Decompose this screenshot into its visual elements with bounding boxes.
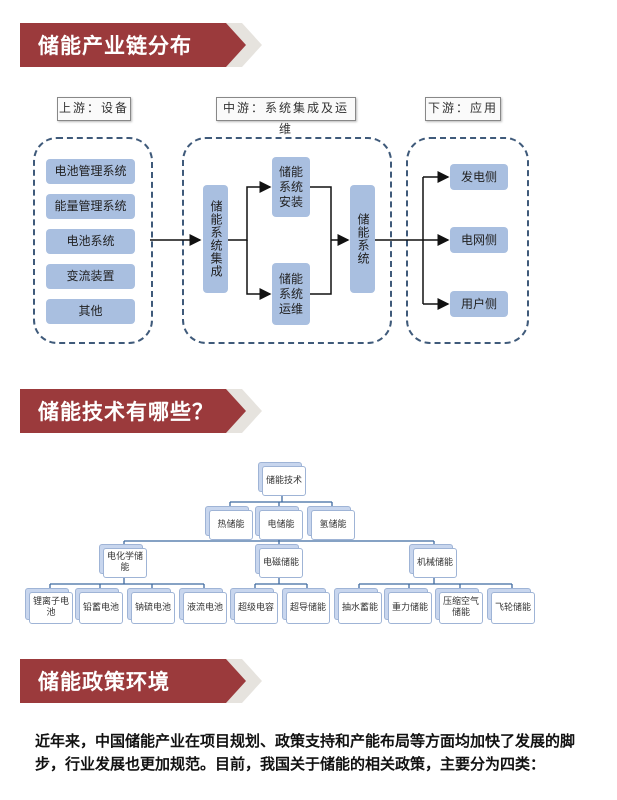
- tree-leaf: 超导储能: [286, 592, 330, 624]
- tree-leaf: 铅蓄电池: [79, 592, 123, 624]
- tree-node: 电磁储能: [259, 548, 303, 578]
- downstream-item: 电网侧: [450, 227, 508, 253]
- tree-node: 机械储能: [413, 548, 457, 578]
- section-title: 储能政策环境: [38, 670, 170, 694]
- section-title: 储能产业链分布: [38, 34, 192, 58]
- tree-leaf: 飞轮储能: [491, 592, 535, 624]
- upstream-item: 变流装置: [46, 264, 135, 289]
- maintain-box: 储能系统运维: [272, 263, 310, 325]
- downstream-item: 发电侧: [450, 164, 508, 190]
- downstream-header: 下游：应用: [425, 97, 501, 121]
- tree-leaf: 锂离子电池: [29, 592, 73, 624]
- integration-box: 储能系统集成: [203, 185, 228, 293]
- chain-arrows: [150, 171, 450, 310]
- upstream-item: 能量管理系统: [46, 194, 135, 219]
- tree-leaf: 重力储能: [388, 592, 432, 624]
- upstream-header: 上游：设备: [57, 97, 131, 121]
- downstream-item: 用户侧: [450, 291, 508, 317]
- midstream-header: 中游：系统集成及运维: [216, 97, 356, 136]
- tree-node: 氢储能: [311, 510, 355, 540]
- upstream-item: 电池系统: [46, 229, 135, 254]
- upstream-item: 其他: [46, 299, 135, 324]
- tree-root: 储能技术: [262, 466, 306, 496]
- tree-leaf: 液流电池: [183, 592, 227, 624]
- tree-node: 电化学储能: [103, 548, 147, 578]
- tree-leaf: 超级电容: [234, 592, 278, 624]
- tree-node: 电储能: [259, 510, 303, 540]
- section-banner-chain: 储能产业链分布: [20, 23, 280, 67]
- tree-connectors: [49, 495, 513, 590]
- tree-node: 热储能: [209, 510, 253, 540]
- upstream-item: 电池管理系统: [46, 159, 135, 184]
- system-box: 储能系统: [350, 185, 375, 293]
- tree-leaf: 钠硫电池: [131, 592, 175, 624]
- section-banner-policy: 储能政策环境: [20, 659, 280, 703]
- install-box: 储能系统安装: [272, 157, 310, 217]
- section-title: 储能技术有哪些？: [38, 400, 214, 424]
- tree-leaf: 压缩空气储能: [439, 592, 483, 624]
- tree-leaf: 抽水蓄能: [338, 592, 382, 624]
- policy-paragraph: 近年来，中国储能产业在项目规划、政策支持和产能布局等方面均加快了发展的脚步，行业…: [35, 732, 576, 773]
- section-banner-tech: 储能技术有哪些？: [20, 389, 280, 433]
